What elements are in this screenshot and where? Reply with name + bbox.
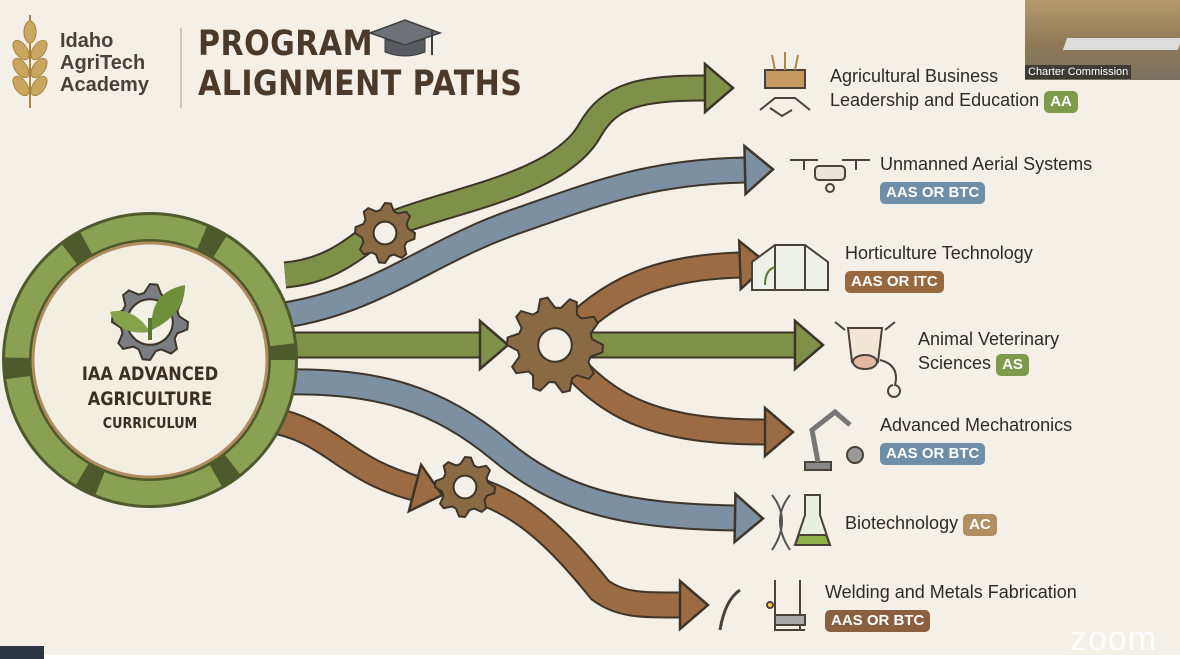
arrowhead [703, 61, 735, 115]
header-divider [180, 28, 182, 108]
participant-name: Charter Commission [1025, 65, 1132, 79]
degree-badge: AAS OR ITC [845, 271, 944, 293]
degree-badge: AS [996, 354, 1029, 376]
greenhouse-icon [751, 244, 829, 291]
degree-badge: AC [963, 514, 997, 536]
arrowhead [743, 143, 775, 197]
program-name: Animal Veterinary [918, 329, 1060, 349]
graduation-cap-icon [367, 19, 443, 57]
logo-line: AgriTech [60, 52, 146, 74]
curriculum-line: CURRICULUM [102, 414, 198, 432]
welding-icon [718, 580, 806, 631]
program-name: Advanced Mechatronics [880, 415, 1073, 435]
zoom-toolbar-corner [0, 646, 44, 659]
handshake-wheat-icon [759, 52, 811, 118]
gear-hole [452, 474, 478, 500]
degree-badge: AA [1044, 91, 1078, 113]
cow-stethoscope-icon [834, 321, 901, 398]
curriculum-ring-segments [5, 215, 295, 505]
dna-flask-icon [771, 494, 832, 551]
video-scene [1062, 38, 1180, 50]
program-animal-vet: Animal Veterinary Sciences AS [918, 327, 1059, 376]
arrowhead [733, 491, 765, 545]
path-brown-bottom-a [267, 408, 419, 500]
program-name: Biotechnology [845, 513, 959, 533]
curriculum-line: IAA ADVANCED [81, 363, 219, 385]
arrowhead [763, 405, 795, 459]
program-name: Welding and Metals Fabrication [825, 582, 1077, 602]
curriculum-line: AGRICULTURE [87, 388, 213, 410]
gear-hole [372, 220, 398, 246]
arrowhead [407, 461, 444, 514]
program-name: Agricultural Business [830, 66, 999, 86]
logo-text: Idaho AgriTech Academy [60, 30, 149, 96]
zoom-watermark: zoom [1070, 620, 1158, 658]
program-mechatronics: Advanced Mechatronics AAS OR BTC [880, 413, 1072, 465]
program-name: Unmanned Aerial Systems [880, 154, 1093, 174]
program-name: Horticulture Technology [845, 243, 1033, 263]
bottom-strip [0, 655, 1180, 659]
program-biotech: Biotechnology AC [845, 511, 997, 536]
path-blue-top [283, 158, 746, 327]
degree-badge: AAS OR BTC [880, 182, 986, 204]
page-title: PROGRAM ALIGNMENT PATHS [198, 24, 522, 104]
program-name: Sciences [918, 353, 992, 373]
participant-video-thumbnail[interactable]: Charter Commission [1025, 0, 1180, 80]
path-blue-lower [284, 370, 736, 530]
title-line: PROGRAM [198, 24, 373, 64]
degree-badge: AAS OR BTC [825, 610, 931, 632]
gear-hole [537, 327, 573, 363]
path-green-top [283, 76, 706, 287]
curriculum-label: IAA ADVANCED AGRICULTURE CURRICULUM [40, 362, 260, 434]
robot-arm-icon [804, 408, 864, 471]
path-brown-bottom-b [462, 475, 681, 617]
program-welding: Welding and Metals Fabrication AAS OR BT… [825, 580, 1077, 632]
program-horticulture: Horticulture Technology AAS OR ITC [845, 241, 1033, 293]
program-ag-business: Agricultural Business Leadership and Edu… [830, 64, 1078, 113]
logo-line: Idaho [60, 30, 114, 52]
arrowhead [793, 318, 825, 372]
title-line: ALIGNMENT PATHS [198, 64, 523, 104]
arrowhead [678, 578, 710, 632]
drone-icon [790, 159, 870, 193]
wheat-logo-icon [12, 15, 48, 108]
program-uas: Unmanned Aerial Systems AAS OR BTC [880, 152, 1092, 204]
degree-badge: AAS OR BTC [880, 443, 986, 465]
program-name: Leadership and Education [830, 90, 1040, 110]
logo-line: Academy [60, 74, 149, 96]
arrowhead [478, 318, 510, 372]
gear-plant-icon [110, 282, 190, 362]
